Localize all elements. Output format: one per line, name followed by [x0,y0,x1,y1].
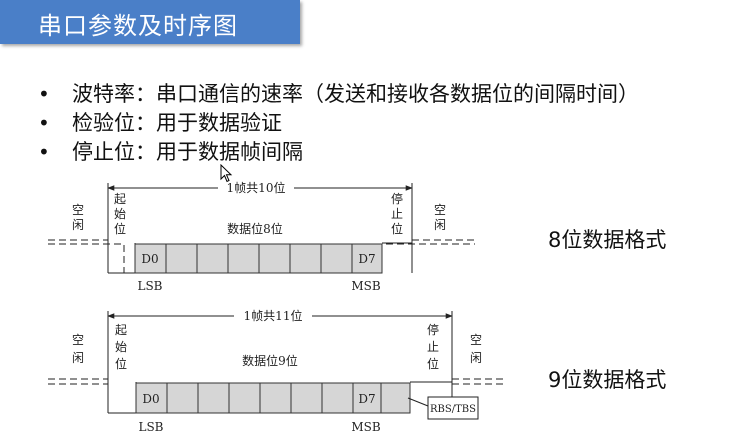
idle-right-char-2: 闲 [470,351,482,365]
data-cell [351,243,383,274]
stop-bit-char-2: 止 [391,207,403,221]
idle-right-char-2: 闲 [434,218,446,232]
format-label-8bit: 8位数据格式 [548,228,667,252]
stop-bit-char-2: 止 [427,340,439,354]
mouse-cursor-icon [220,164,233,183]
data-cell [259,382,292,414]
diagram-9bit: 1帧共11位 空 闲 起 始 位 数据位9位 停 止 位 空 闲 [48,308,505,434]
idle-left-char-1: 空 [72,333,84,347]
data-cell [135,382,168,414]
data-cell [321,382,354,414]
data-bits-label: 数据位9位 [242,353,298,368]
idle-left-char-2: 闲 [72,351,84,365]
start-bit-char-2: 始 [114,207,126,221]
data-cell [166,382,199,414]
data-cell [290,382,323,414]
data-bits-label: 数据位8位 [227,221,283,236]
bullet-parity: 检验位：用于数据验证 [38,109,639,138]
start-bit-char-3: 位 [115,356,127,371]
frame-label: 1帧共10位 [227,180,286,195]
rbs-label: RBS/TBS [430,404,476,415]
title-bar: 串口参数及时序图 [0,0,300,44]
format-label-9bit: 9位数据格式 [548,368,667,392]
bullet-stop-bit: 停止位：用于数据帧间隔 [38,138,639,167]
data-cell [289,243,322,274]
data-cell [227,243,260,274]
data-cell [320,243,353,274]
data-cell [228,382,261,414]
data-cell [165,243,198,274]
rbs-callout-line [407,397,429,407]
d0-label: D0 [142,392,159,406]
start-bit-char-1: 起 [115,323,127,337]
data-cell [196,243,229,274]
bullet-baud-rate: 波特率：串口通信的速率（发送和接收各数据位的间隔时间） [38,80,639,109]
stop-bit-char-1: 停 [391,191,403,206]
rbs-callout-box [427,396,479,420]
idle-left-char-1: 空 [72,203,84,217]
data-cells-8bit [134,243,383,274]
data-cell [134,243,167,274]
start-bit-char-1: 起 [114,192,126,206]
idle-line-upper [48,239,109,273]
bullet-list: 波特率：串口通信的速率（发送和接收各数据位的间隔时间） 检验位：用于数据验证 停… [38,80,639,167]
stop-bit-char-3: 位 [391,221,403,236]
data-cell [258,243,291,274]
start-bit-char-2: 始 [115,340,127,354]
frame-label: 1帧共11位 [244,308,303,323]
page-title: 串口参数及时序图 [38,12,238,40]
d7-label: D7 [358,252,375,266]
data-cells-9bit [135,382,411,414]
stop-bit-char-3: 位 [427,356,439,371]
start-bit-char-3: 位 [114,221,126,236]
data-cell-parity [380,382,411,414]
msb-label: MSB [351,279,381,293]
idle-left-char-2: 闲 [72,218,84,232]
lsb-label: LSB [137,279,162,293]
diagram-8bit: 1帧共10位 空 闲 起 始 位 数据位8位 停 止 位 空 闲 [48,180,475,293]
lsb-label: LSB [138,420,163,434]
idle-right-char-1: 空 [434,203,446,217]
d0-label: D0 [141,252,158,266]
d7-label: D7 [358,392,375,406]
idle-right-char-1: 空 [470,333,482,347]
stop-bit-char-1: 停 [427,322,439,337]
msb-label: MSB [351,420,381,434]
data-cell [197,382,230,414]
